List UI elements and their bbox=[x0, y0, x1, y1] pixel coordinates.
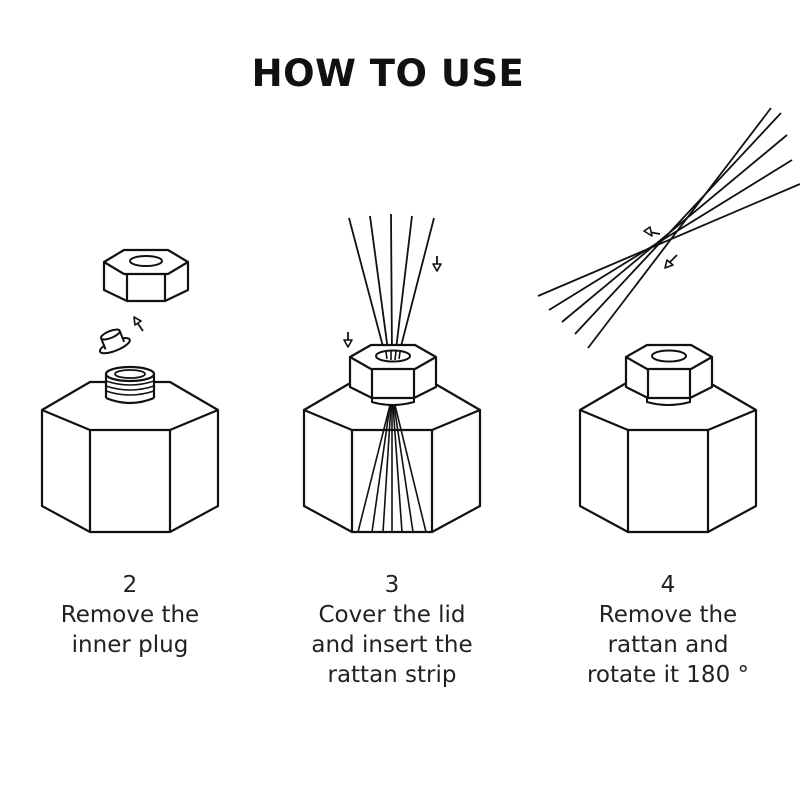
rotate-arrow-icon bbox=[643, 226, 661, 237]
step-text-line: rotate it 180 ° bbox=[586, 662, 750, 688]
bottle bbox=[40, 380, 220, 534]
step2-illustration bbox=[40, 248, 220, 534]
insert-arrow-icon bbox=[432, 256, 442, 272]
rattan-sticks-top bbox=[348, 213, 435, 359]
step4-illustration bbox=[537, 107, 800, 534]
step-caption-3: 3 Cover the lid and insert the rattan st… bbox=[277, 570, 507, 690]
hex-cap bbox=[102, 248, 190, 303]
inner-plug bbox=[98, 328, 131, 355]
step-number: 4 bbox=[660, 572, 676, 598]
step-text-line: rattan and bbox=[607, 632, 729, 658]
rotate-arrow-icon bbox=[664, 254, 678, 269]
step-text-line: Remove the bbox=[598, 602, 738, 628]
rattan-sticks-flipped bbox=[537, 107, 800, 349]
step-caption-4: 4 Remove the rattan and rotate it 180 ° bbox=[553, 570, 783, 690]
bottle-neck bbox=[104, 365, 156, 405]
rattan-sticks-inside bbox=[357, 404, 427, 533]
step-caption-2: 2 Remove the inner plug bbox=[15, 570, 245, 660]
step-text-line: Cover the lid bbox=[318, 602, 466, 628]
hex-lid bbox=[348, 343, 438, 400]
hex-lid bbox=[624, 343, 714, 400]
page-title: HOW TO USE bbox=[251, 52, 525, 95]
step-text-line: and insert the bbox=[311, 632, 473, 658]
remove-arrow-icon bbox=[133, 316, 144, 332]
step3-illustration bbox=[302, 213, 482, 534]
step-text-line: rattan strip bbox=[327, 662, 457, 688]
step-number: 2 bbox=[122, 572, 138, 598]
step-number: 3 bbox=[384, 572, 400, 598]
insert-arrow-icon bbox=[343, 332, 353, 348]
step-text-line: Remove the bbox=[60, 602, 200, 628]
step-text-line: inner plug bbox=[71, 632, 189, 658]
